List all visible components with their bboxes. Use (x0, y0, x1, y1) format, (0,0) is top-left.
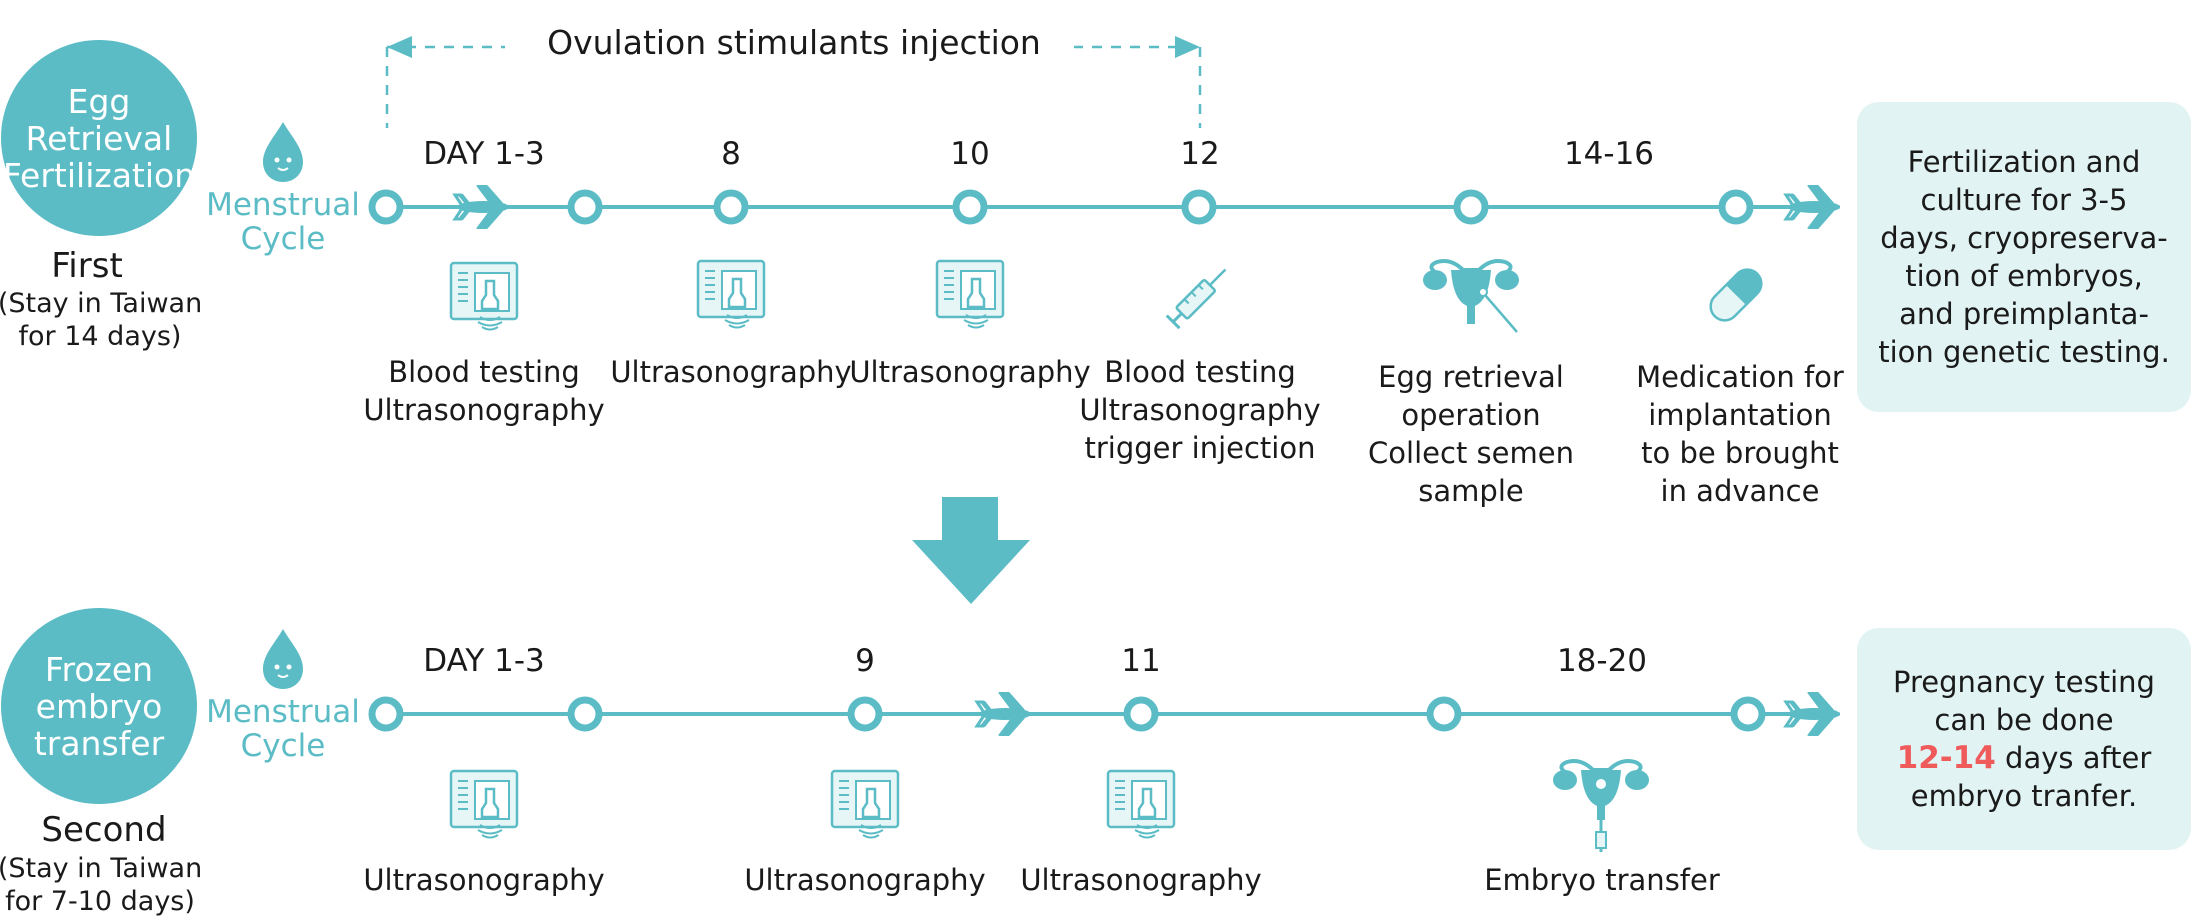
second-info-text: Pregnancy testing can be done 12-14 days… (1893, 663, 2155, 815)
injection-bracket (385, 36, 1202, 128)
second-node-5 (1426, 696, 1462, 732)
second-visit-title: Second (41, 810, 167, 850)
first-visit-note: (Stay in Taiwan for 14 days) (0, 288, 203, 352)
second-step-label: Ultrasonography (363, 863, 605, 897)
first-step-label: Blood testing Ultrasonography trigger in… (1079, 355, 1321, 465)
first-day-label: 8 (721, 136, 741, 172)
uterus-retrieval-icon (1423, 259, 1519, 333)
second-info-box: Pregnancy testing can be done 12-14 days… (1857, 628, 2191, 850)
first-step-label: Medication for implantation to be brough… (1636, 360, 1844, 508)
first-node-2 (567, 189, 603, 225)
first-stage-badge: Egg Retrieval Fertilization (1, 40, 197, 236)
second-day-label: 18-20 (1556, 643, 1648, 679)
second-step-label: Ultrasonography (744, 863, 986, 897)
second-node-3 (847, 696, 883, 732)
first-day-label: 10 (950, 136, 990, 172)
syringe-icon (1165, 268, 1227, 330)
airplane-icon (1784, 690, 1842, 738)
first-node-7 (1718, 189, 1754, 225)
ultrasound-icon (830, 769, 900, 839)
first-step-label: Blood testing Ultrasonography (363, 355, 605, 427)
second-menstrual-label: Menstrual Cycle (206, 694, 360, 764)
second-stage-badge: Frozen embryo transfer (1, 608, 197, 804)
airplane-icon (1784, 183, 1842, 231)
second-stage-badge-label: Frozen embryo transfer (33, 649, 165, 763)
second-node-2 (567, 696, 603, 732)
ultrasound-icon (1106, 769, 1176, 839)
first-stage-badge-label: Egg Retrieval Fertilization (2, 81, 196, 195)
second-timeline (368, 690, 1842, 738)
second-visit-note: (Stay in Taiwan for 7-10 days) (0, 853, 203, 917)
first-visit-title: First (51, 246, 123, 286)
first-day-label: 12 (1180, 136, 1220, 172)
first-day-label: 14-16 (1563, 136, 1655, 172)
first-timeline (368, 183, 1842, 231)
second-step-label: Ultrasonography (1020, 863, 1262, 897)
second-node-1 (368, 696, 404, 732)
first-step-label: Ultrasonography (849, 355, 1091, 389)
first-node-6 (1453, 189, 1489, 225)
second-node-6 (1730, 696, 1766, 732)
first-info-text: Fertilization and culture for 3-5 days, … (1878, 145, 2170, 369)
embryo-transfer-icon (1553, 759, 1649, 852)
first-menstrual-label: Menstrual Cycle (206, 187, 360, 257)
second-day-label: 11 (1121, 643, 1161, 679)
second-step-label: Embryo transfer (1484, 863, 1720, 897)
drop-icon (263, 629, 303, 689)
injection-label: Ovulation stimulants injection (514, 23, 1074, 62)
first-node-1 (368, 189, 404, 225)
airplane-icon (975, 690, 1033, 738)
ultrasound-icon (449, 261, 519, 331)
first-day-label: DAY 1-3 (423, 136, 545, 172)
second-node-4 (1123, 696, 1159, 732)
capsule-icon (1709, 268, 1763, 322)
pregnancy-test-days-highlight: 12-14 (1896, 740, 1996, 776)
second-info-line1: Pregnancy testing can be done (1893, 665, 2155, 737)
first-node-5 (1181, 189, 1217, 225)
down-arrow-icon (912, 497, 1030, 604)
airplane-icon (453, 183, 511, 231)
first-step-label: Egg retrieval operation Collect semen sa… (1368, 360, 1574, 508)
second-day-label: 9 (855, 643, 875, 679)
first-step-label: Ultrasonography (610, 355, 852, 389)
second-day-label: DAY 1-3 (423, 643, 545, 679)
first-info-box: Fertilization and culture for 3-5 days, … (1857, 102, 2191, 412)
second-info-line2: days after embryo tranfer. (1910, 741, 2152, 813)
first-node-3 (713, 189, 749, 225)
first-node-4 (952, 189, 988, 225)
ultrasound-icon (935, 259, 1005, 329)
ultrasound-icon (696, 259, 766, 329)
ultrasound-icon (449, 769, 519, 839)
drop-icon (263, 122, 303, 182)
